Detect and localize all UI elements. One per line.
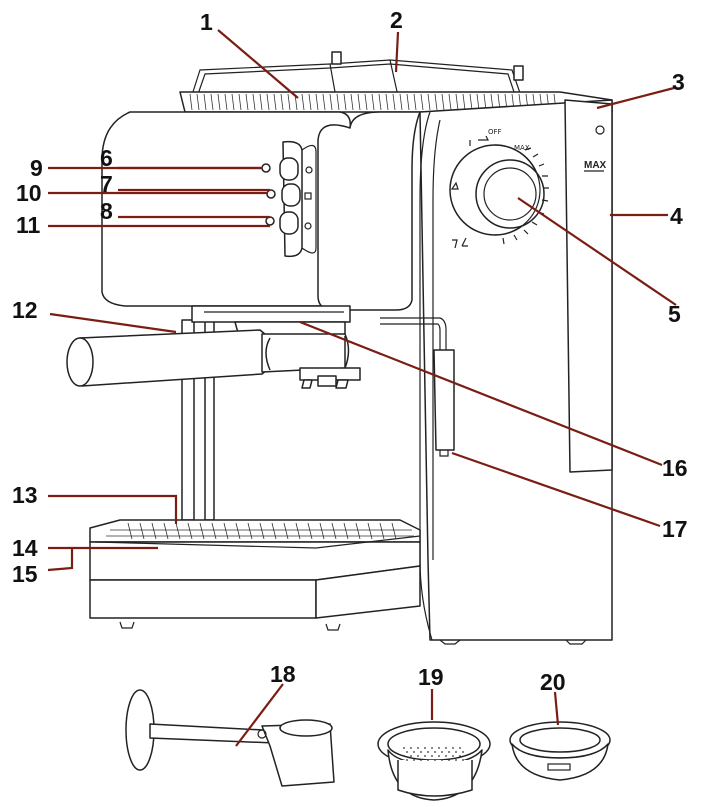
callout-labels: 1 2 3 4 5 6 7 8 9 10 11 12 13 14 15 16 1… bbox=[12, 7, 688, 695]
basket-hole bbox=[445, 747, 447, 749]
callout-18: 18 bbox=[270, 661, 296, 687]
basket-hole bbox=[410, 755, 412, 757]
basket-hole bbox=[406, 759, 408, 761]
basket-hole bbox=[427, 751, 429, 753]
control-housing bbox=[101, 111, 421, 311]
callout-11: 11 bbox=[16, 212, 41, 238]
indicator-light-11 bbox=[265, 216, 275, 226]
water-tank: MAX bbox=[564, 99, 613, 473]
filter-basket-single bbox=[377, 721, 491, 801]
basket-hole bbox=[413, 759, 415, 761]
basket-hole bbox=[455, 751, 457, 753]
callout-9: 9 bbox=[30, 155, 43, 181]
basket-hole bbox=[448, 759, 450, 761]
basket-hole bbox=[462, 751, 464, 753]
basket-hole bbox=[459, 747, 461, 749]
coffee-button[interactable] bbox=[281, 183, 312, 207]
filter-basket-double bbox=[509, 721, 611, 781]
basket-hole bbox=[406, 751, 408, 753]
callout-12: 12 bbox=[12, 297, 38, 323]
callout-7: 7 bbox=[100, 171, 113, 197]
callout-20: 20 bbox=[540, 669, 566, 695]
basket-hole bbox=[462, 759, 464, 761]
basket-hole bbox=[459, 755, 461, 757]
leader-lines bbox=[47, 29, 677, 747]
callout-17: 17 bbox=[662, 516, 688, 542]
cup-warmer-rail bbox=[191, 51, 524, 98]
basket-hole bbox=[452, 747, 454, 749]
portafilter[interactable] bbox=[66, 329, 361, 389]
basket-hole bbox=[452, 755, 454, 757]
drip-tray[interactable] bbox=[89, 519, 421, 619]
machine-body: MAX bbox=[119, 91, 613, 645]
callout-4: 4 bbox=[670, 203, 683, 229]
basket-hole bbox=[413, 751, 415, 753]
callout-3: 3 bbox=[672, 69, 685, 95]
basket-hole bbox=[427, 759, 429, 761]
dial-off-label: OFF bbox=[488, 128, 502, 136]
basket-hole bbox=[434, 759, 436, 761]
tank-max-label: MAX bbox=[584, 160, 607, 171]
basket-hole bbox=[434, 751, 436, 753]
steam-wand[interactable] bbox=[380, 317, 455, 457]
basket-hole bbox=[403, 755, 405, 757]
callout-8: 8 bbox=[100, 198, 113, 224]
measuring-scoop-tamper bbox=[125, 689, 335, 787]
callout-10: 10 bbox=[16, 180, 42, 206]
basket-hole bbox=[441, 759, 443, 761]
callout-14: 14 bbox=[12, 535, 38, 561]
basket-hole bbox=[431, 747, 433, 749]
callout-13: 13 bbox=[12, 482, 38, 508]
basket-holes bbox=[403, 747, 464, 761]
basket-hole bbox=[410, 747, 412, 749]
basket-hole bbox=[445, 755, 447, 757]
basket-hole bbox=[448, 751, 450, 753]
dial-max-label: MAX bbox=[514, 144, 530, 152]
basket-hole bbox=[424, 747, 426, 749]
callout-5: 5 bbox=[668, 301, 681, 327]
indicator-light-10 bbox=[266, 189, 276, 199]
indicator-light-9 bbox=[261, 163, 271, 173]
power-button[interactable] bbox=[279, 157, 313, 181]
basket-hole bbox=[417, 755, 419, 757]
basket-hole bbox=[431, 755, 433, 757]
callout-19: 19 bbox=[418, 664, 444, 690]
basket-hole bbox=[438, 747, 440, 749]
steam-button[interactable] bbox=[279, 211, 312, 235]
steam-dial[interactable]: OFF MAX bbox=[449, 128, 549, 249]
basket-hole bbox=[420, 759, 422, 761]
basket-hole bbox=[420, 751, 422, 753]
callout-2: 2 bbox=[390, 7, 403, 33]
callout-15: 15 bbox=[12, 561, 38, 587]
callout-1: 1 bbox=[200, 9, 213, 35]
basket-hole bbox=[403, 747, 405, 749]
callout-6: 6 bbox=[100, 145, 113, 171]
top-grille bbox=[189, 93, 557, 111]
basket-hole bbox=[438, 755, 440, 757]
basket-hole bbox=[441, 751, 443, 753]
callout-16: 16 bbox=[662, 455, 688, 481]
basket-hole bbox=[424, 755, 426, 757]
basket-hole bbox=[455, 759, 457, 761]
basket-hole bbox=[417, 747, 419, 749]
